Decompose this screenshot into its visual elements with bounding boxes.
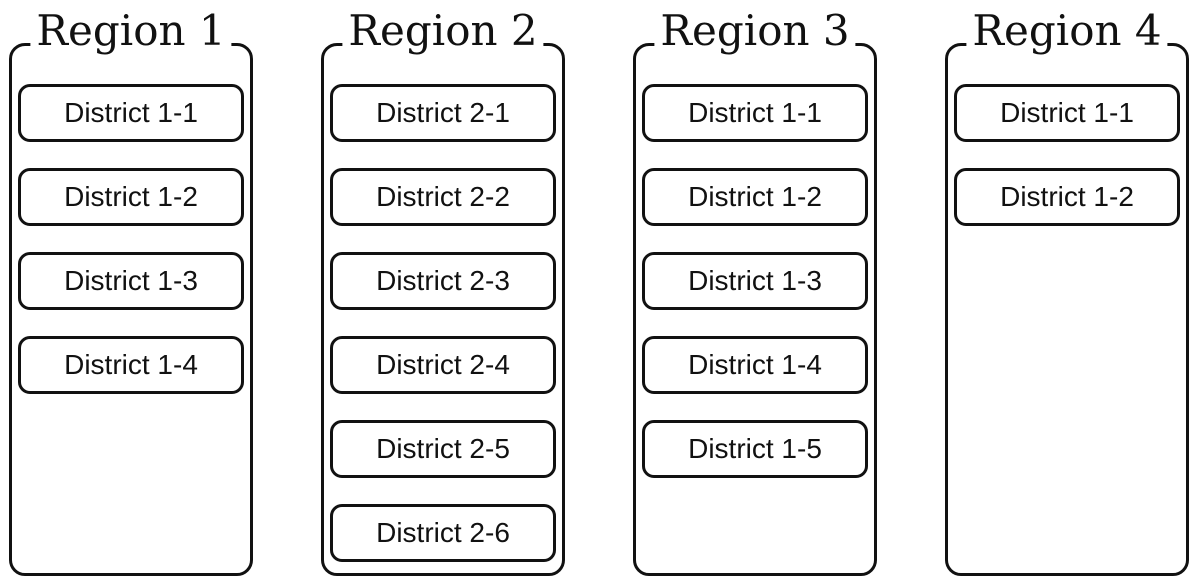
district-item-3-4[interactable]: District 1-4	[642, 336, 868, 394]
region-2-panel: Region 2 District 2-1 District 2-2 Distr…	[321, 5, 565, 576]
district-item-3-1[interactable]: District 1-1	[642, 84, 868, 142]
district-item-1-3[interactable]: District 1-3	[18, 252, 244, 310]
district-item-4-1[interactable]: District 1-1	[954, 84, 1180, 142]
region-3-panel: Region 3 District 1-1 District 1-2 Distr…	[633, 5, 877, 576]
district-item-2-6[interactable]: District 2-6	[330, 504, 556, 562]
region-4-district-list: District 1-1 District 1-2	[954, 84, 1180, 252]
region-3-title: Region 3	[654, 5, 856, 57]
district-item-1-1[interactable]: District 1-1	[18, 84, 244, 142]
district-item-2-5[interactable]: District 2-5	[330, 420, 556, 478]
district-item-4-2[interactable]: District 1-2	[954, 168, 1180, 226]
district-item-2-2[interactable]: District 2-2	[330, 168, 556, 226]
region-4-title: Region 4	[966, 5, 1168, 57]
district-item-2-3[interactable]: District 2-3	[330, 252, 556, 310]
district-item-3-3[interactable]: District 1-3	[642, 252, 868, 310]
district-item-2-4[interactable]: District 2-4	[330, 336, 556, 394]
district-item-2-1[interactable]: District 2-1	[330, 84, 556, 142]
region-4-panel: Region 4 District 1-1 District 1-2	[945, 5, 1189, 576]
region-2-title: Region 2	[342, 5, 544, 57]
region-3-district-list: District 1-1 District 1-2 District 1-3 D…	[642, 84, 868, 504]
region-1-district-list: District 1-1 District 1-2 District 1-3 D…	[18, 84, 244, 420]
district-item-1-4[interactable]: District 1-4	[18, 336, 244, 394]
district-item-3-5[interactable]: District 1-5	[642, 420, 868, 478]
region-1-title: Region 1	[30, 5, 232, 57]
district-item-3-2[interactable]: District 1-2	[642, 168, 868, 226]
district-item-1-2[interactable]: District 1-2	[18, 168, 244, 226]
region-1-panel: Region 1 District 1-1 District 1-2 Distr…	[9, 5, 253, 576]
region-2-district-list: District 2-1 District 2-2 District 2-3 D…	[330, 84, 556, 588]
